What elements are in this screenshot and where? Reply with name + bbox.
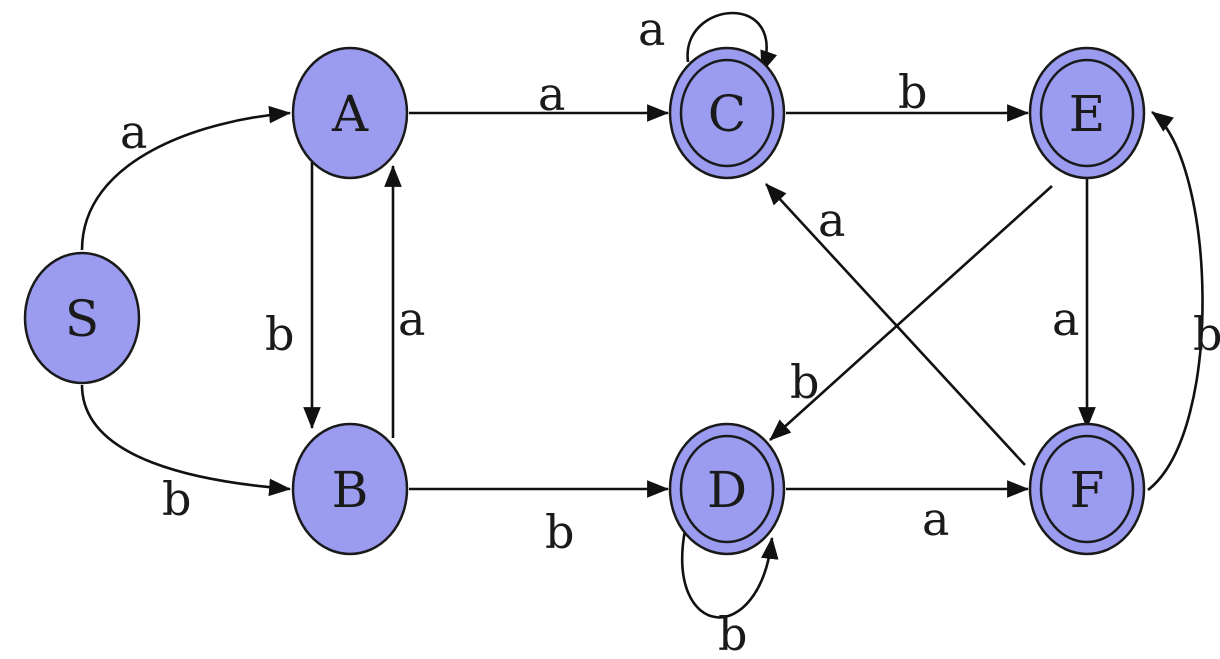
edge-label-d-d: b xyxy=(718,607,747,659)
state-label-d: D xyxy=(707,461,747,519)
state-f: F xyxy=(1028,422,1146,556)
state-label-f: F xyxy=(1070,461,1105,519)
edge-label-b-a: a xyxy=(398,292,425,346)
edge-label-f-e: b xyxy=(1193,307,1220,361)
edge-label-s-b: b xyxy=(162,472,191,526)
state-label-e: E xyxy=(1069,85,1106,143)
edge-label-e-d: b xyxy=(790,355,819,409)
edge-label-a-c: a xyxy=(538,67,565,121)
state-label-b: B xyxy=(332,461,369,519)
edge-c-c xyxy=(686,11,778,74)
edge-label-c-c: a xyxy=(638,2,665,56)
state-b: B xyxy=(291,422,409,556)
edge-label-b-d: b xyxy=(545,505,574,559)
state-label-s: S xyxy=(65,290,99,348)
edge-e-d xyxy=(769,185,1053,441)
edge-label-d-f: a xyxy=(922,492,949,546)
state-d: D xyxy=(668,422,786,556)
edge-f-c xyxy=(765,183,1026,466)
state-label-a: A xyxy=(331,85,369,143)
state-s: S xyxy=(23,251,141,385)
state-a: A xyxy=(291,46,409,180)
edge-d-d xyxy=(681,529,779,619)
state-label-c: C xyxy=(708,85,746,143)
edge-s-b xyxy=(80,384,292,497)
edge-f-e xyxy=(1147,110,1204,492)
edge-s-a xyxy=(80,105,292,251)
state-c: C xyxy=(668,46,786,180)
edge-label-e-f: a xyxy=(1052,292,1079,346)
edge-label-a-b: b xyxy=(265,307,294,361)
edge-label-c-e: b xyxy=(898,65,927,119)
edge-label-f-c: a xyxy=(818,193,845,247)
edge-label-s-a: a xyxy=(120,105,147,159)
state-e: E xyxy=(1028,46,1146,180)
